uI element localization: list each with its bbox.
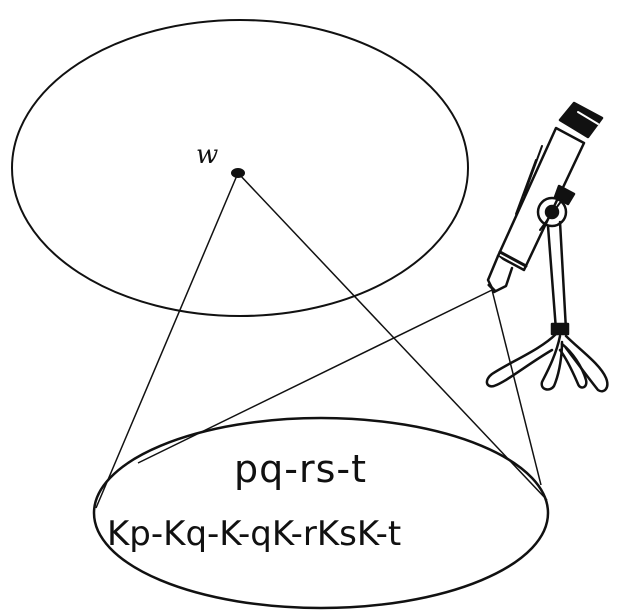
formula-line-1: pq-rs-t [234,447,367,491]
cone-line-left [96,173,238,508]
formula-line-2: Kp-Kq-K-qK-rKsK-t [107,514,401,554]
microscope-icon [487,103,607,391]
world-ellipse [12,20,468,316]
world-label: w [196,140,218,170]
view-line-right [492,290,541,485]
view-line-left [138,290,492,463]
